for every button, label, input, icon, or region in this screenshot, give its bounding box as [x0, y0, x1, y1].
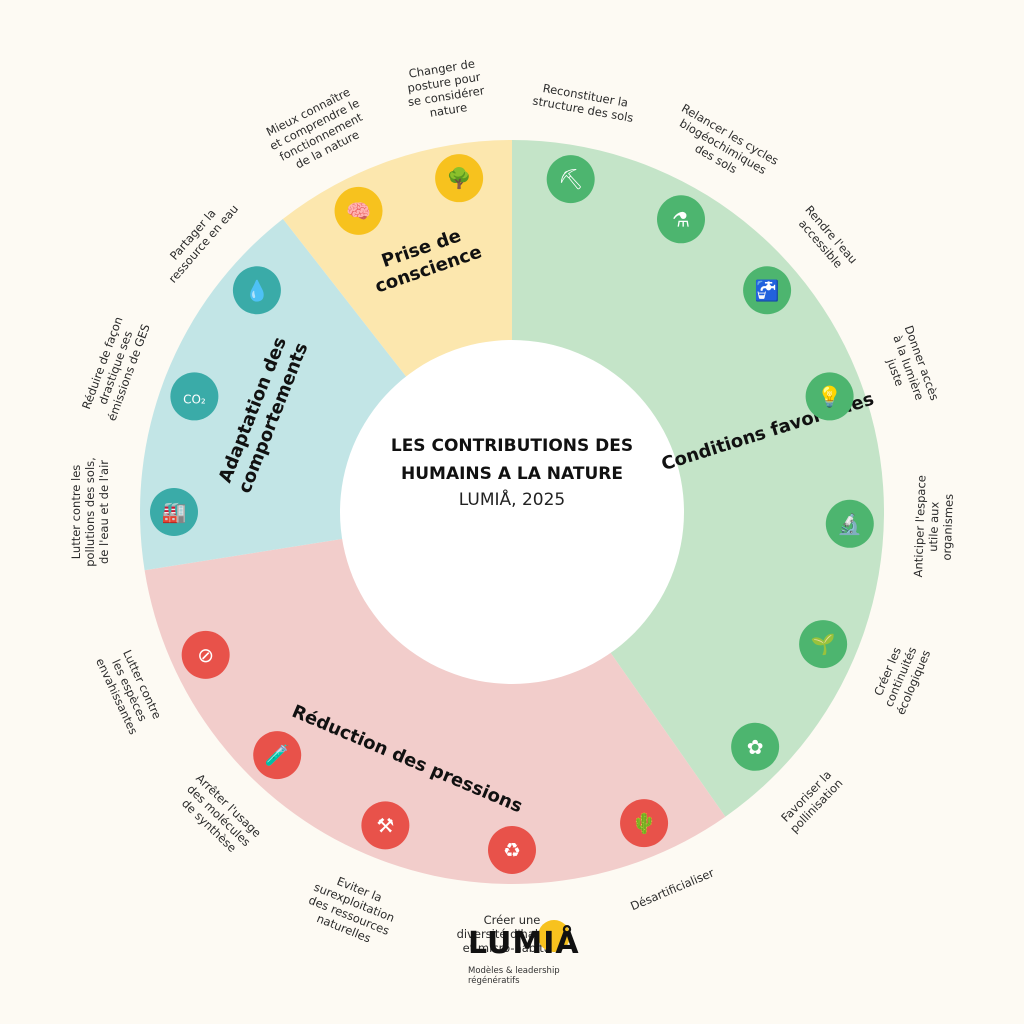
- icon-badge: [620, 799, 669, 848]
- faucet-icon: 🚰: [743, 266, 792, 315]
- icon-glyph: ⚒: [376, 813, 394, 837]
- icon-glyph: 🧠: [346, 199, 371, 223]
- icon-glyph: CO₂: [183, 392, 206, 406]
- icon-glyph: 🌵: [632, 811, 657, 835]
- item-label-line: utile aux: [926, 501, 942, 552]
- no-insect-icon: ⊘: [181, 630, 230, 679]
- plant-hand-icon: 🌱: [799, 620, 848, 669]
- center-title-line1: LES CONTRIBUTIONS DES: [390, 436, 634, 456]
- brain-icon: 🧠: [334, 186, 383, 235]
- item-label-line: Créer une: [484, 913, 541, 927]
- icon-glyph: ♻: [503, 838, 521, 862]
- logo-tagline-line1: Modèles & leadership: [468, 966, 560, 976]
- flower-icon: ✿: [731, 722, 780, 771]
- item-label-line: de l'eau et de l'air: [97, 460, 111, 564]
- icon-badge: [253, 731, 302, 780]
- logo-sun-icon: [538, 920, 570, 952]
- lightbulb-icon: 💡: [805, 372, 854, 421]
- item-label-line: et micro-habitats: [463, 941, 562, 955]
- icon-glyph: 💧: [244, 278, 269, 302]
- item-label: Désartificialiser: [628, 865, 716, 913]
- logo-tagline: Modèles & leadership régénératifs: [468, 966, 560, 986]
- icon-badge: [799, 620, 848, 669]
- tree-icon: 🌳: [435, 154, 484, 203]
- segment-reduction: [144, 512, 726, 884]
- icon-glyph: 💡: [817, 384, 842, 408]
- co2-cloud-icon: CO₂: [170, 372, 219, 421]
- cactus-icon: 🌵: [620, 799, 669, 848]
- logo-tagline-line2: régénératifs: [468, 976, 520, 986]
- microscope-icon: 🔬: [825, 499, 874, 548]
- icon-badge: [435, 154, 484, 203]
- icon-glyph: ⚗: [672, 207, 690, 231]
- item-label-line: organismes: [940, 494, 956, 561]
- habitat-cycle-icon: ♻: [488, 826, 536, 874]
- icon-glyph: 🏭: [162, 500, 187, 524]
- icon-badge: [546, 155, 595, 204]
- icon-badge: [743, 266, 792, 315]
- icon-glyph: ✿: [747, 735, 764, 759]
- item-label-line: Anticiper l'espace: [911, 475, 929, 578]
- icon-glyph: 🧪: [265, 743, 290, 767]
- icon-badge: [657, 195, 705, 244]
- icon-badge: [170, 372, 219, 421]
- center-subtitle: LUMIÅ, 2025: [458, 490, 566, 510]
- icon-badge: [334, 186, 383, 235]
- icon-glyph: 🌳: [447, 166, 472, 190]
- icon-badge: [825, 499, 874, 548]
- icon-badge: [731, 722, 780, 771]
- center-disc: [340, 340, 684, 684]
- icon-glyph: 🚰: [755, 278, 780, 302]
- icon-glyph: ⛏: [558, 167, 583, 191]
- icon-badge: [181, 630, 230, 679]
- icon-badge: [488, 826, 536, 874]
- shovel-icon: ⛏: [546, 155, 595, 204]
- icons-layer: ⛏ ⚗ 🚰 💡 🔬 🌱 ✿ 🌵 ♻ ⚒ 🧪 ⊘ 🏭 CO₂ 💧 🧠 🌳: [150, 154, 874, 874]
- logo-wordmark: LUMIÅ: [468, 926, 580, 961]
- test-tube-icon: 🧪: [253, 731, 302, 780]
- icon-glyph: 🔬: [837, 512, 862, 536]
- center-title: LES CONTRIBUTIONS DES HUMAINS A LA NATUR…: [362, 432, 662, 488]
- water-drop-icon: 💧: [232, 266, 281, 315]
- icon-badge: [232, 266, 281, 315]
- item-label-line: Désartificialiser: [628, 865, 716, 913]
- factory-icon: 🏭: [150, 488, 198, 536]
- flask-icon: ⚗: [657, 195, 705, 244]
- icon-badge: [361, 801, 410, 850]
- icon-glyph: 🌱: [811, 632, 836, 656]
- item-label-line: Lutter contre les: [69, 465, 83, 560]
- pickaxe-icon: ⚒: [361, 801, 410, 850]
- item-label-line: nature: [429, 100, 468, 120]
- lumia-logo: LUMIÅ Modèles & leadership régénératifs: [468, 918, 598, 998]
- icon-glyph: ⊘: [197, 643, 214, 667]
- segment-conditions: [512, 140, 884, 817]
- icon-badge: [150, 488, 198, 536]
- icon-badge: [805, 372, 854, 421]
- center-title-line2: HUMAINS A LA NATURE: [401, 464, 623, 484]
- item-label-line: pollutions des sols,: [83, 457, 97, 567]
